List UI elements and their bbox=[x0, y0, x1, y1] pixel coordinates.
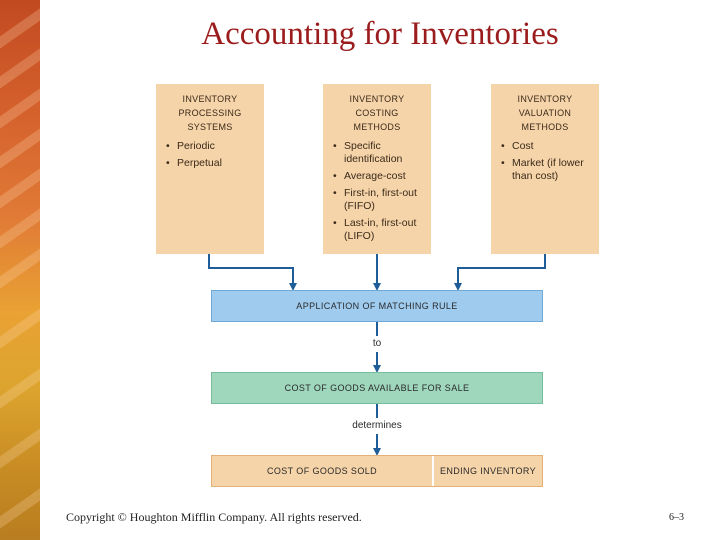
matching-rule-bar: Application of Matching Rule bbox=[211, 290, 543, 322]
result-bar: Cost of Goods Sold Ending Inventory bbox=[211, 455, 543, 487]
list-item: First-in, first-out (FIFO) bbox=[331, 187, 423, 213]
ending-inventory-cell: Ending Inventory bbox=[439, 466, 537, 476]
slide-title: Accounting for Inventories bbox=[201, 16, 559, 52]
connector-label-to: to bbox=[372, 338, 382, 349]
arrow-processing-to-matching bbox=[208, 254, 297, 291]
box-heading: Inventory Valuation Methods bbox=[517, 94, 573, 132]
arrow-valuation-to-matching bbox=[454, 254, 546, 291]
goods-available-bar: Cost of Goods Available for Sale bbox=[211, 372, 543, 404]
list-item: Perpetual bbox=[164, 157, 256, 170]
inventory-processing-systems-box: Inventory Processing Systems Periodic Pe… bbox=[156, 84, 264, 254]
list-item: Periodic bbox=[164, 140, 256, 153]
inventory-costing-methods-box: Inventory Costing Methods Specific ident… bbox=[323, 84, 431, 254]
list-item: Average-cost bbox=[331, 170, 423, 183]
list-item: Market (if lower than cost) bbox=[499, 157, 591, 183]
box-heading: Inventory Processing Systems bbox=[178, 94, 242, 132]
inventory-valuation-methods-box: Inventory Valuation Methods Cost Market … bbox=[491, 84, 599, 254]
list-item: Cost bbox=[499, 140, 591, 153]
copyright-text: Copyright © Houghton Mifflin Company. Al… bbox=[66, 510, 362, 524]
list-item: Last-in, first-out (LIFO) bbox=[331, 217, 423, 243]
box-heading: Inventory Costing Methods bbox=[349, 94, 405, 132]
list-item: Specific identification bbox=[331, 140, 423, 166]
decorative-side-strip bbox=[0, 0, 40, 540]
connector-label-determines: determines bbox=[352, 420, 402, 431]
cost-of-goods-sold-cell: Cost of Goods Sold bbox=[212, 456, 434, 486]
page-number: 6–3 bbox=[669, 512, 684, 523]
